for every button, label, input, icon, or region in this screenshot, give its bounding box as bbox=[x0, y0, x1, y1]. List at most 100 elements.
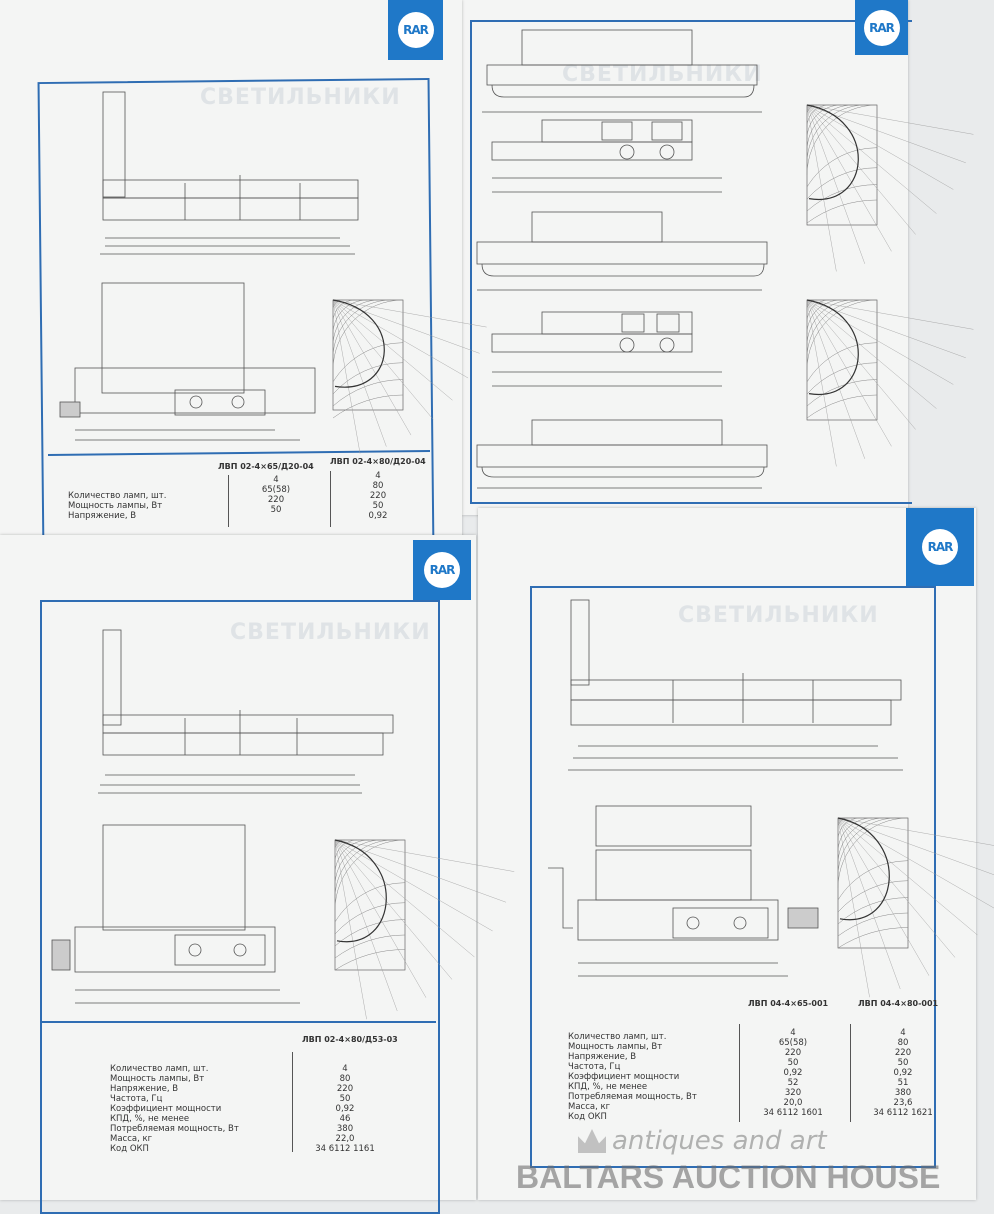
polar-grid-ray bbox=[837, 817, 870, 998]
brand-logo: RAR bbox=[413, 540, 471, 600]
spec-value: 50 bbox=[372, 501, 384, 511]
spec-value: 4 bbox=[790, 1028, 796, 1038]
polar-light-distribution-chart bbox=[334, 839, 515, 1020]
spec-label: Количество ламп, шт. bbox=[110, 1064, 209, 1074]
polar-grid-arc bbox=[332, 299, 392, 359]
polar-grid-ray bbox=[806, 299, 954, 385]
spec-label: Мощность лампы, Вт bbox=[110, 1074, 205, 1084]
spec-value: 46 bbox=[339, 1114, 351, 1124]
spec-value: 380 bbox=[894, 1088, 912, 1098]
polar-grid-arc bbox=[806, 299, 866, 359]
polar-grid-ray bbox=[334, 839, 398, 1012]
spec-value: 220 bbox=[267, 495, 285, 505]
polar-grid-arc bbox=[332, 299, 380, 347]
polar-grid-ray bbox=[837, 817, 956, 958]
polar-grid-ray bbox=[334, 839, 475, 958]
spec-label: КПД, %, не менее bbox=[568, 1082, 648, 1092]
polar-grid-ray bbox=[837, 817, 901, 990]
spec-label: Потребляемая мощность, Вт bbox=[568, 1092, 697, 1102]
polar-frame bbox=[837, 817, 909, 949]
sheet-bottom-left: RAR СВЕТИЛЬНИКИ ЛВП 02-4×80/Д53-03 Колич… bbox=[0, 535, 515, 1214]
polar-grid-arc bbox=[806, 104, 818, 116]
sheet-top-left: RAR СВЕТИЛЬНИКИ ЛВП 02-4×65/Д20-04 ЛВП 0… bbox=[0, 0, 487, 557]
brand-logo: RAR bbox=[906, 508, 974, 586]
polar-grid-arc bbox=[332, 299, 344, 311]
spec-value: 220 bbox=[336, 1084, 354, 1094]
technical-drawings bbox=[548, 599, 903, 977]
spec-value: 0,92 bbox=[335, 1104, 355, 1114]
spec-value: 380 bbox=[336, 1124, 354, 1134]
logo-mark: RAR bbox=[397, 12, 434, 48]
polar-grid-arc bbox=[806, 394, 878, 419]
polar-grid-arc bbox=[334, 839, 358, 863]
brand-logo: RAR bbox=[388, 0, 443, 60]
polar-grid-arc bbox=[334, 839, 394, 899]
polar-grid-arc bbox=[837, 927, 909, 949]
polar-grid-arc bbox=[332, 299, 404, 371]
polar-grid-ray bbox=[837, 817, 930, 976]
spec-label: Частота, Гц bbox=[110, 1094, 163, 1104]
spec-label: Напряжение, В bbox=[68, 511, 137, 521]
spec-value: 34 6112 1621 bbox=[873, 1108, 933, 1118]
spec-value: 34 6112 1161 bbox=[315, 1144, 375, 1154]
spec-label: КПД, %, не менее bbox=[110, 1114, 190, 1124]
polar-grid-arc bbox=[334, 839, 382, 887]
polar-grid-ray bbox=[806, 104, 937, 214]
polar-grid-ray bbox=[334, 839, 367, 1020]
spec-label: Коэффициент мощности bbox=[568, 1072, 680, 1082]
polar-grid-arc bbox=[806, 299, 842, 335]
polar-grid-ray bbox=[806, 104, 954, 190]
polar-grid-ray bbox=[806, 104, 974, 135]
polar-grid-arc bbox=[806, 104, 842, 140]
polar-grid-ray bbox=[334, 839, 493, 932]
brand-logo: RAR bbox=[855, 0, 908, 55]
polar-grid-arc bbox=[332, 379, 404, 407]
polar-grid-arc bbox=[806, 104, 854, 152]
polar-grid-arc bbox=[837, 880, 909, 913]
polar-grid-ray bbox=[806, 104, 837, 272]
model-name: ЛВП 02-4×80/Д53-03 bbox=[302, 1035, 398, 1044]
spec-label: Напряжение, В bbox=[568, 1052, 637, 1062]
polar-grid-arc bbox=[837, 817, 885, 865]
polar-grid-ray bbox=[332, 299, 361, 454]
polar-grid-ray bbox=[334, 839, 453, 980]
model-name: ЛВП 02-4×65/Д20-04 bbox=[218, 462, 314, 471]
column-divider bbox=[739, 1024, 740, 1122]
spec-label: Коэффициент мощности bbox=[110, 1104, 222, 1114]
light-distribution-curve bbox=[332, 299, 385, 388]
spec-value: 23,6 bbox=[893, 1098, 913, 1108]
spec-label: Количество ламп, шт. bbox=[568, 1032, 667, 1042]
sheet-frame bbox=[470, 20, 912, 504]
polar-grid-arc bbox=[806, 104, 830, 128]
polar-grid-arc bbox=[806, 299, 878, 371]
polar-grid-arc bbox=[334, 934, 406, 959]
polar-grid-arc bbox=[332, 299, 368, 335]
logo-mark: RAR bbox=[863, 9, 900, 46]
technical-drawings bbox=[47, 91, 431, 456]
model-name: ЛВП 02-4×80/Д20-04 bbox=[330, 457, 426, 466]
polar-grid-arc bbox=[806, 379, 878, 407]
polar-grid-ray bbox=[806, 104, 892, 252]
model-name: ЛВП 04-4×80-001 bbox=[858, 999, 939, 1008]
polar-grid-ray bbox=[806, 299, 937, 409]
polar-grid-arc bbox=[806, 299, 830, 323]
polar-grid-ray bbox=[806, 299, 892, 447]
polar-grid-arc bbox=[332, 394, 404, 419]
spec-value: 65(58) bbox=[778, 1038, 808, 1048]
spec-label: Масса, кг bbox=[110, 1134, 153, 1144]
polar-grid-ray bbox=[806, 104, 916, 235]
polar-grid-ray bbox=[806, 104, 865, 264]
spec-label: Напряжение, В bbox=[110, 1084, 179, 1094]
spec-label: Мощность лампы, Вт bbox=[68, 501, 163, 511]
polar-grid-arc bbox=[806, 167, 878, 200]
polar-grid-arc bbox=[806, 104, 878, 176]
spec-value: 4 bbox=[375, 471, 381, 481]
column-divider bbox=[850, 1024, 851, 1122]
watermark-tagline: antiques and art bbox=[612, 1126, 827, 1156]
polar-grid-arc bbox=[332, 362, 404, 395]
polar-grid-ray bbox=[837, 817, 978, 936]
polar-grid-arc bbox=[806, 147, 878, 188]
polar-grid-arc bbox=[806, 342, 878, 383]
polar-grid-ray bbox=[332, 299, 387, 447]
polar-light-distribution-chart bbox=[806, 104, 974, 272]
